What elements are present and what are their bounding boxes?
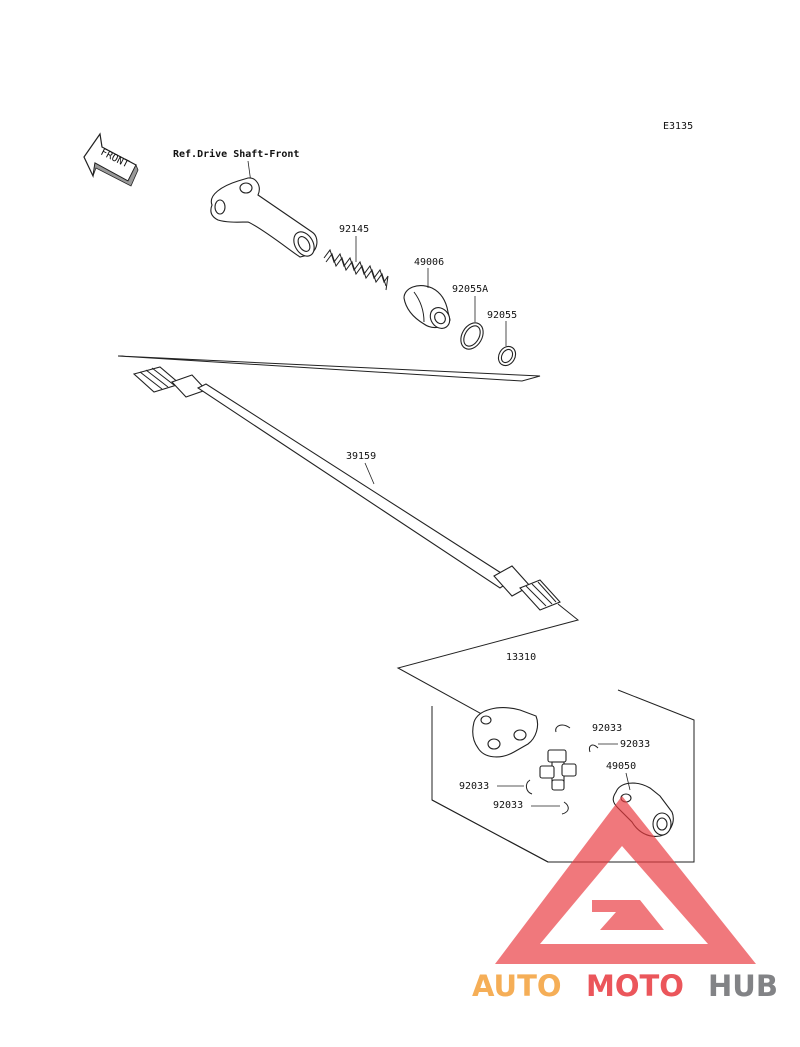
joint-box xyxy=(431,689,695,863)
label-92033-b: 92033 xyxy=(620,739,650,750)
circlip-d xyxy=(561,801,569,815)
label-49050: 49050 xyxy=(606,761,636,772)
lower-bracket xyxy=(396,603,580,735)
circlip-b xyxy=(589,744,599,753)
label-92033-a: 92033 xyxy=(592,723,622,734)
label-39159: 39159 xyxy=(346,451,376,462)
propeller-shaft-39159 xyxy=(132,366,561,611)
logo-triangle-icon xyxy=(495,796,756,964)
label-49006: 49006 xyxy=(414,257,444,268)
logo-text-auto: AUTO xyxy=(472,969,562,1003)
spring-92145 xyxy=(323,248,389,291)
automotohub-logo: AUTO MOTO HUB xyxy=(472,796,778,1003)
boot-49006 xyxy=(403,285,451,329)
label-92055: 92055 xyxy=(487,310,517,321)
circlip-c xyxy=(525,779,533,795)
logo-text-moto: MOTO xyxy=(586,969,684,1003)
cross-spider xyxy=(539,749,577,791)
label-13310: 13310 xyxy=(506,652,536,663)
reference-label: Ref.Drive Shaft-Front xyxy=(173,148,299,160)
label-92033-c: 92033 xyxy=(459,781,489,792)
label-92033-d: 92033 xyxy=(493,800,523,811)
logo-text-hub: HUB xyxy=(708,969,778,1003)
drive-shaft-front-yoke xyxy=(210,177,318,258)
label-92055A: 92055A xyxy=(452,284,488,295)
label-92145: 92145 xyxy=(339,224,369,235)
upper-bracket xyxy=(117,355,541,382)
circlip-a xyxy=(555,724,571,733)
yoke-shaft-side xyxy=(472,707,539,758)
front-arrow-icon: FRONT xyxy=(83,132,139,187)
yoke-49050 xyxy=(612,782,674,837)
diagram-code: E3135 xyxy=(663,121,693,132)
